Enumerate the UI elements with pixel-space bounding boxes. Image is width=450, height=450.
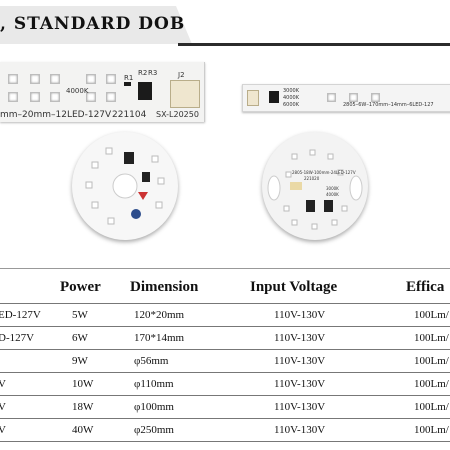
cell-dimension: φ56mm <box>134 355 169 367</box>
led-chip <box>8 74 18 84</box>
cell-power: 10W <box>72 378 94 390</box>
cct-tag: 4000K <box>326 192 339 197</box>
cell-dimension: 120*20mm <box>134 309 185 321</box>
led-chip <box>86 92 96 102</box>
cell-efficacy: 100Lm/ <box>414 401 449 413</box>
board-subcaption: 221020 <box>304 176 320 181</box>
strip-date: 221104 <box>112 110 147 120</box>
led-chip <box>349 93 358 102</box>
cell-power: 18W <box>72 401 94 413</box>
table-row: V 18W φ100mm 110V-130V 100Lm/ <box>0 395 450 418</box>
table-row: V 10W φ110mm 110V-130V 100Lm/ <box>0 372 450 395</box>
led-chip <box>50 74 60 84</box>
cell-efficacy: 100Lm/ <box>414 378 449 390</box>
strip-code: SX-L20250 <box>156 110 199 119</box>
cell-model: D-127V <box>0 332 35 344</box>
led-chip <box>106 92 116 102</box>
round-board-image-1 <box>72 132 178 240</box>
cct-tag: 6000K <box>283 102 300 108</box>
cell-voltage: 110V-130V <box>274 378 326 390</box>
cell-power: 9W <box>72 355 88 367</box>
cell-efficacy: 100Lm/ <box>414 355 449 367</box>
round-board-pattern <box>85 147 165 225</box>
table-header: Power Dimension Input Voltage Effica <box>0 268 450 303</box>
cell-voltage: 110V-130V <box>274 355 326 367</box>
cell-efficacy: 100Lm/ <box>414 332 449 344</box>
cell-model: V <box>0 424 6 436</box>
led-chip <box>371 93 380 102</box>
led-chip <box>30 74 40 84</box>
cell-dimension: φ110mm <box>134 378 174 390</box>
wire-connector <box>247 90 259 106</box>
cell-voltage: 110V-130V <box>274 309 326 321</box>
led-chip <box>30 92 40 102</box>
header-power: Power <box>60 279 101 295</box>
cell-voltage: 110V-130V <box>274 332 326 344</box>
led-chip <box>86 74 96 84</box>
table-row: 9W φ56mm 110V-130V 100Lm/ <box>0 349 450 372</box>
cct-tag: 4000K <box>283 95 300 101</box>
resistor <box>124 82 131 86</box>
bar-caption: 2805–6W–170mm–14mm–6LED-127 <box>343 102 434 108</box>
header-efficacy: Effica <box>406 279 445 295</box>
table-row: V 40W φ250mm 110V-130V 100Lm/ <box>0 418 450 442</box>
cell-model: V <box>0 401 6 413</box>
led-bar-board-image: 3000K 4000K 6000K 2805–6W–170mm–14mm–6LE… <box>242 84 450 112</box>
title-background <box>0 6 192 44</box>
table-row: D-127V 6W 170*14mm 110V-130V 100Lm/ <box>0 326 450 349</box>
driver-ic <box>138 82 152 100</box>
header-input-voltage: Input Voltage <box>250 279 338 295</box>
page-title: , STANDARD DOB <box>0 14 186 34</box>
cell-dimension: 170*14mm <box>134 332 185 344</box>
board-caption: 2805-18W-100mm-24LED-127V <box>292 170 356 175</box>
cell-power: 6W <box>72 332 88 344</box>
led-chip <box>327 93 336 102</box>
led-strip-board-image: R2 R3 J2 R1 4000K mm–20mm–12LED-127V 221… <box>0 62 205 122</box>
title-rule <box>178 43 450 46</box>
led-chip <box>50 92 60 102</box>
header-dimension: Dimension <box>130 279 199 295</box>
cell-voltage: 110V-130V <box>274 424 326 436</box>
cell-power: 5W <box>72 309 88 321</box>
round-board-image-2: 2805-18W-100mm-24LED-127V 221020 3000K 4… <box>262 132 368 240</box>
cct-tag: 3000K <box>283 88 300 94</box>
round-board-pattern <box>267 149 363 230</box>
spec-table: Power Dimension Input Voltage Effica ED-… <box>0 268 450 442</box>
ref-label: R1 <box>124 74 134 82</box>
cell-voltage: 110V-130V <box>274 401 326 413</box>
led-chip <box>8 92 18 102</box>
cct-tag: 3000K <box>326 186 339 191</box>
table-row: ED-127V 5W 120*20mm 110V-130V 100Lm/ <box>0 303 450 326</box>
cell-power: 40W <box>72 424 94 436</box>
cct-tag: 4000K <box>66 87 89 95</box>
cell-model: ED-127V <box>0 309 41 321</box>
cell-dimension: φ250mm <box>134 424 174 436</box>
ref-label: R2 <box>138 69 148 77</box>
cell-model: V <box>0 378 6 390</box>
driver-ic <box>269 91 279 103</box>
ref-label: R3 <box>148 69 158 77</box>
wire-connector <box>170 80 200 108</box>
strip-caption: mm–20mm–12LED-127V <box>0 110 112 120</box>
led-chip <box>106 74 116 84</box>
ref-label: J2 <box>178 71 185 79</box>
cell-dimension: φ100mm <box>134 401 174 413</box>
cell-efficacy: 100Lm/ <box>414 424 449 436</box>
cell-efficacy: 100Lm/ <box>414 309 449 321</box>
